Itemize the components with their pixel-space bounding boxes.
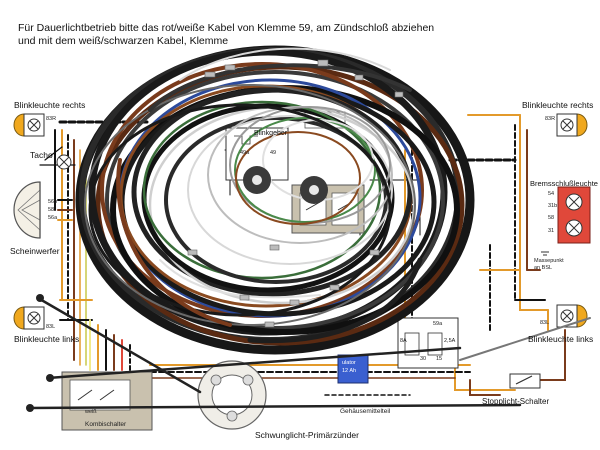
terminal-83l-right: 83L <box>540 320 550 326</box>
ground-point-icon <box>541 251 549 256</box>
blinker-lamp-icon <box>13 306 25 330</box>
label-stopplicht: Stopplicht-Schalter <box>482 397 550 406</box>
note-line-1: Für Dauerlichtbetrieb bitte das rot/weiß… <box>18 22 435 34</box>
label-weiss: weiß <box>85 409 97 415</box>
terminal-59a: 59a <box>433 321 443 327</box>
label-massepunkt-sub: an BSL <box>534 265 553 271</box>
stator-icon <box>197 360 267 430</box>
note-line-2: und mit dem weiß/schwarzen Kabel, Klemme <box>18 35 229 47</box>
terminal-31: 31 <box>548 228 555 234</box>
harness-connectors <box>187 59 404 328</box>
terminal-49a: 49a <box>240 150 250 156</box>
terminal-56a: 56a <box>48 215 58 221</box>
label-blink-links-right: Blinkleuchte links <box>528 334 594 344</box>
terminal-83l-left: 83L <box>46 324 56 330</box>
terminal-58: 58 <box>48 207 55 213</box>
label-gehaeuse: Gehäusemittelteil <box>340 408 391 415</box>
wire-harness-coil <box>75 45 475 355</box>
switch-icon <box>509 373 541 389</box>
tail-lamp-icon <box>557 186 591 244</box>
grommet-icon <box>300 176 328 204</box>
label-bremsschluss: Bremsschlußleuchte <box>530 179 598 188</box>
label-blink-rechts-left: Blinkleuchte rechts <box>14 100 86 110</box>
blinker-lamp-icon <box>576 304 588 328</box>
label-blinkgeber: Blinkgeber <box>254 130 288 137</box>
fuse-box <box>397 317 459 369</box>
blinker-rear-right <box>556 113 588 137</box>
grommet-icon <box>243 166 271 194</box>
label-kombischalter: Kombischalter <box>85 421 127 428</box>
blinker-lamp-icon <box>13 113 25 137</box>
label-akku-1: ulator <box>342 360 356 366</box>
blinker-lamp-icon <box>576 113 588 137</box>
terminal-83r-right: 83R <box>545 116 556 122</box>
label-massepunkt: Massepunkt <box>534 258 564 264</box>
terminal-30: 30 <box>420 356 427 362</box>
label-scheinwerfer: Scheinwerfer <box>10 246 60 256</box>
label-schwunglicht: Schwunglicht-Primärzünder <box>255 430 359 440</box>
terminal-31b: 31b <box>548 203 558 209</box>
headlight-icon <box>13 181 41 239</box>
label-akku-2: 12 Ah <box>342 368 357 374</box>
fuse-rating-8a: 8A <box>400 338 407 344</box>
terminal-15: 15 <box>436 356 443 362</box>
battery-icon <box>337 354 369 384</box>
label-tacho: Tacho <box>30 150 53 160</box>
terminal-54: 54 <box>548 191 555 197</box>
label-blink-links-left: Blinkleuchte links <box>14 334 80 344</box>
blinker-front-left <box>13 306 45 330</box>
terminal-56b: 56b <box>48 199 58 205</box>
fuse-rating: 2,5A <box>444 338 456 344</box>
speedometer-icon <box>56 154 72 170</box>
terminal-58-right: 58 <box>548 215 555 221</box>
blinker-front-right <box>13 113 45 137</box>
terminal-83r-left: 83R <box>46 116 57 122</box>
cable-ties <box>26 294 591 412</box>
combination-switch <box>61 371 153 431</box>
label-blink-rechts-right: Blinkleuchte rechts <box>522 100 594 110</box>
terminal-49: 49 <box>270 150 277 156</box>
